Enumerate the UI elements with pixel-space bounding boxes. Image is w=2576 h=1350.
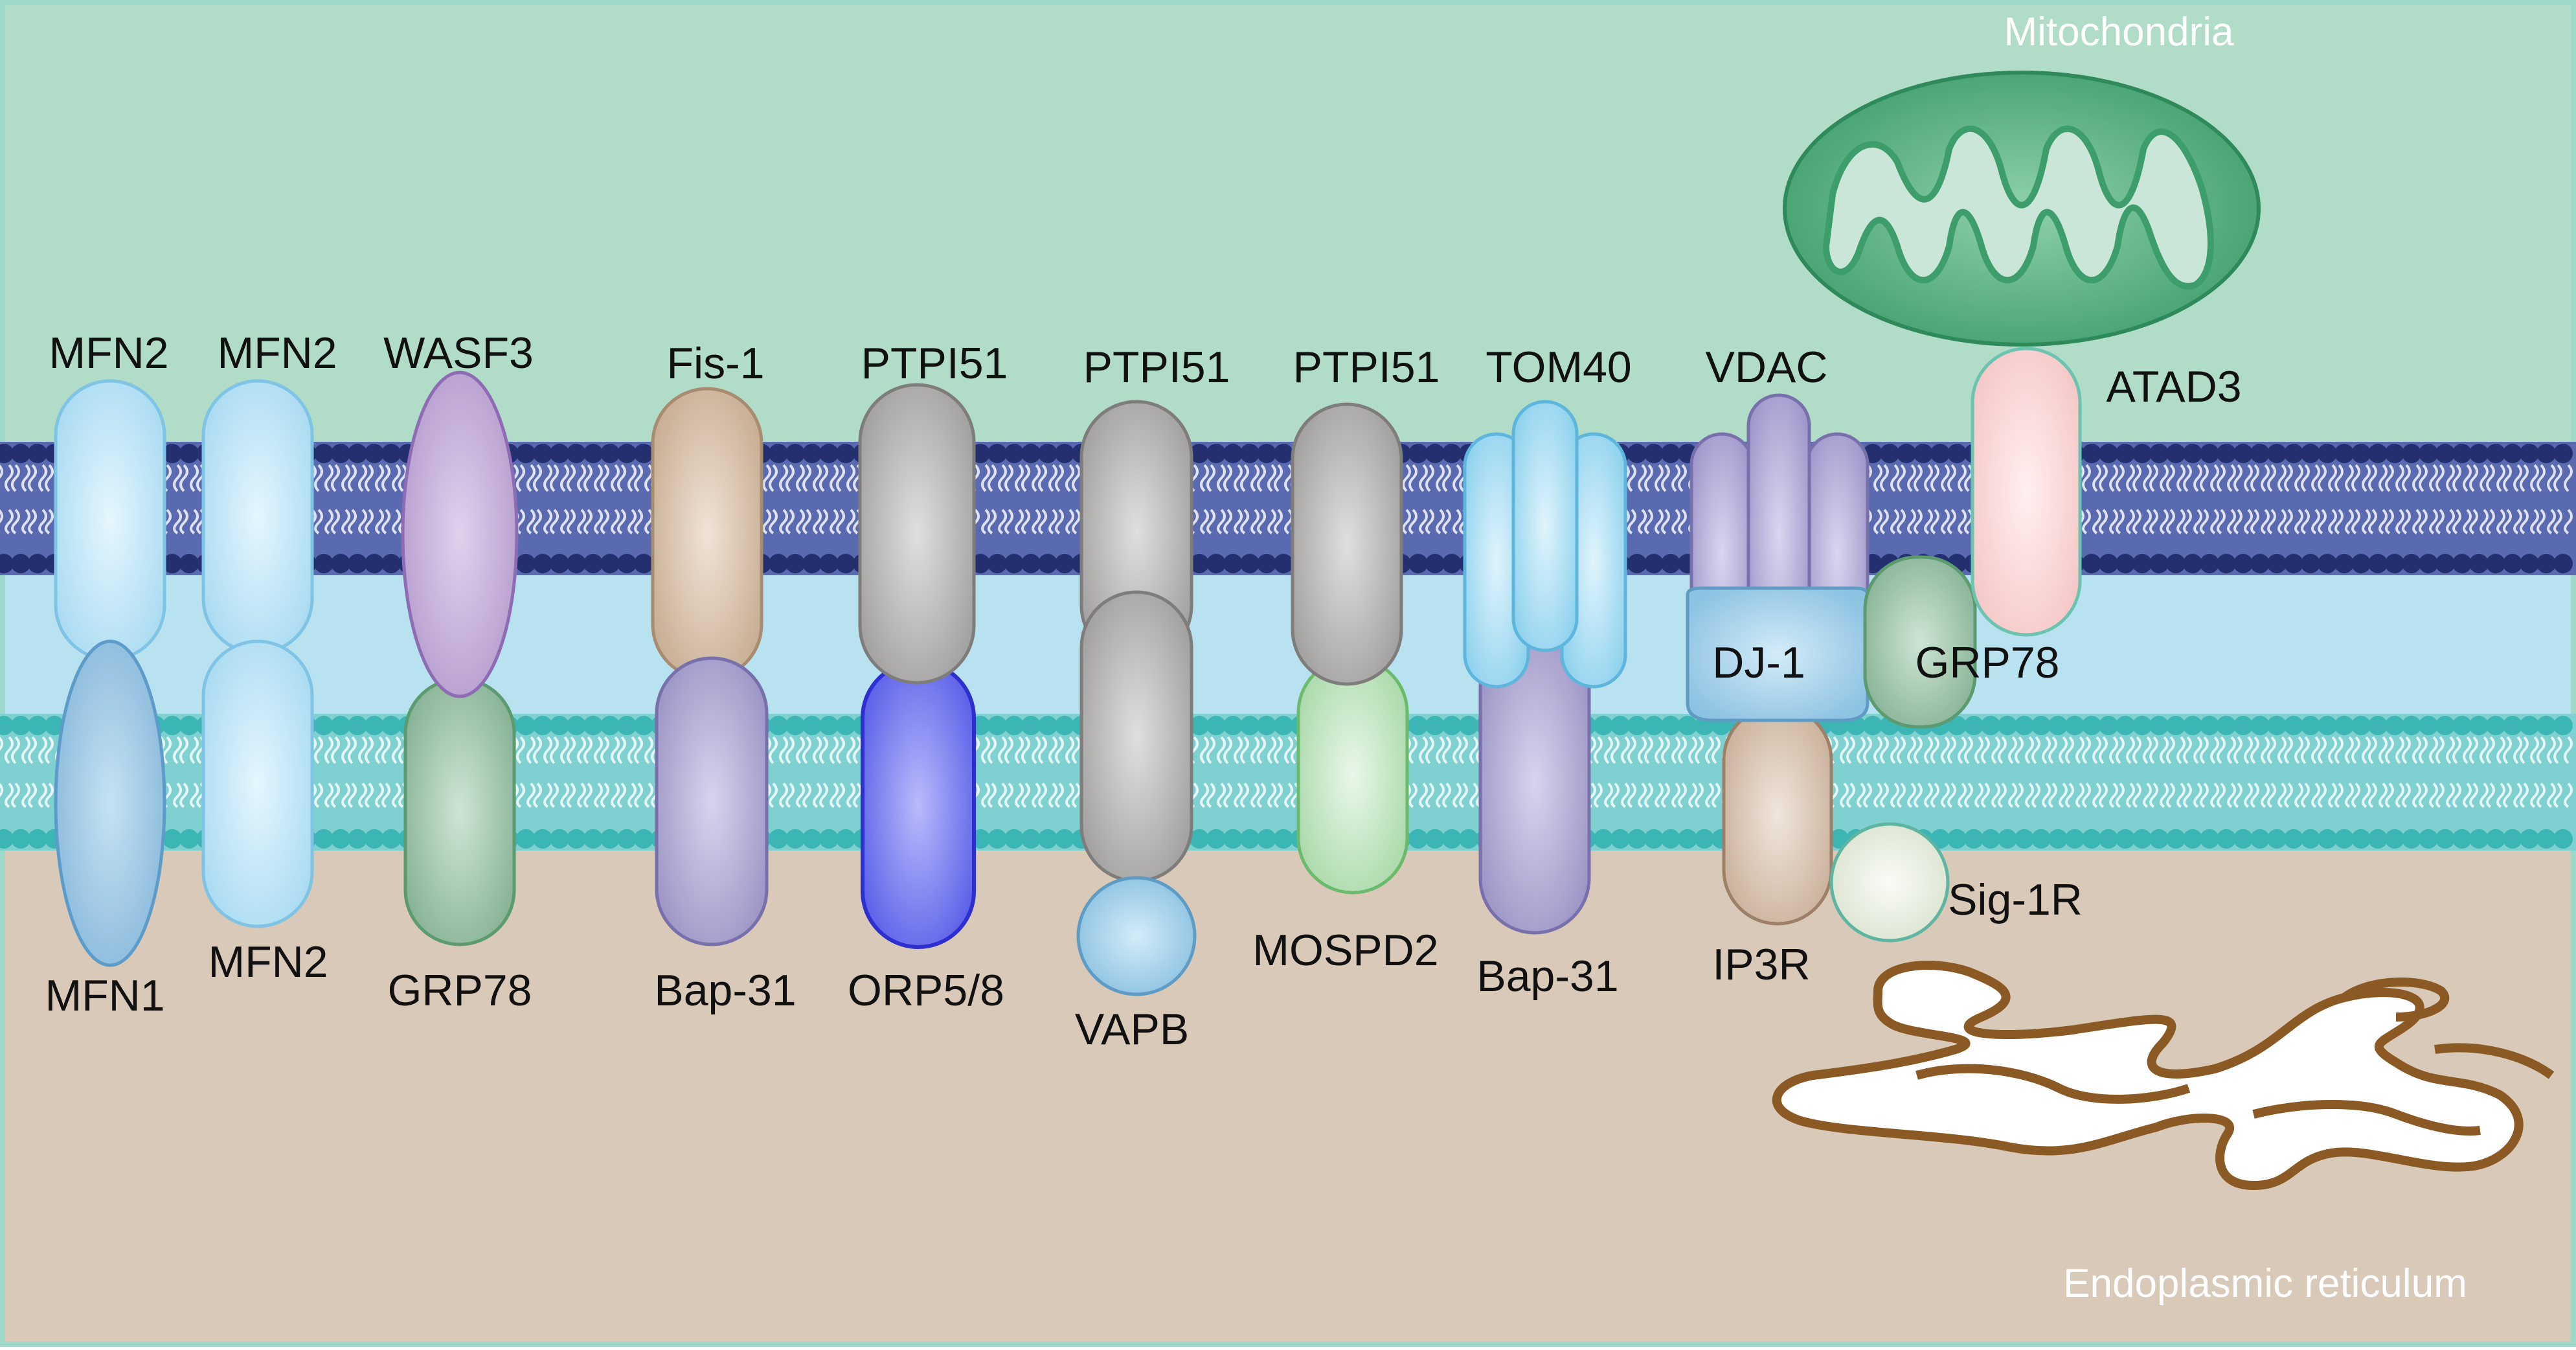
fis1-protein [651, 387, 763, 681]
label-grp78-2: GRP78 [1915, 638, 2060, 687]
label-vdac: VDAC [1706, 343, 1828, 392]
ptpi51-protein-2b [1079, 590, 1193, 883]
label-ptpi51-1: PTPI51 [861, 339, 1008, 388]
ptpi51-protein-1 [858, 383, 976, 685]
mitochondrial-outer-membrane [0, 442, 2576, 575]
label-atad3: ATAD3 [2106, 362, 2241, 411]
grp78-protein-2 [1863, 555, 1977, 729]
label-mfn2-3: MFN2 [208, 937, 328, 987]
label-mfn1: MFN1 [45, 971, 164, 1020]
label-bap31-2: Bap-31 [1476, 952, 1618, 1001]
bap31-protein-1 [655, 656, 769, 946]
label-fis1: Fis-1 [666, 339, 764, 388]
er-label: Endoplasmic reticulum [2063, 1261, 2467, 1306]
label-orp58: ORP5/8 [848, 966, 1004, 1015]
label-ptpi51-2: PTPI51 [1083, 343, 1230, 392]
orp58-protein [861, 660, 976, 949]
label-ptpi51-3: PTPI51 [1293, 343, 1440, 392]
label-mfn2-2: MFN2 [217, 328, 337, 378]
label-bap31-1: Bap-31 [654, 966, 796, 1015]
tom40-subunit-center [1511, 400, 1579, 652]
ip3r-protein [1722, 704, 1833, 926]
mospd2-protein [1296, 656, 1409, 895]
label-grp78-1: GRP78 [388, 966, 532, 1015]
label-wasf3: WASF3 [383, 328, 534, 378]
dj1-protein [1686, 586, 1870, 722]
label-ip3r: IP3R [1712, 940, 1810, 989]
mitochondria-label: Mitochondria [2004, 10, 2234, 54]
label-mospd2: MOSPD2 [1252, 926, 1438, 975]
label-tom40: TOM40 [1486, 343, 1631, 392]
mfn2-protein-3 [201, 639, 314, 928]
label-dj1: DJ-1 [1712, 638, 1805, 687]
label-vapb: VAPB [1075, 1005, 1189, 1054]
er-cisternae-icon [1772, 961, 2555, 1191]
mfn1-protein [54, 639, 166, 967]
mfn2-protein-1 [54, 379, 166, 661]
atad3-protein [1971, 347, 2082, 637]
vapb-protein [1076, 876, 1197, 996]
ptpi51-protein-3 [1291, 402, 1403, 686]
label-mfn2-1: MFN2 [49, 328, 168, 378]
label-sig1r: Sig-1R [1948, 875, 2083, 924]
mfn2-protein-2 [201, 379, 314, 655]
er-membrane [0, 714, 2576, 851]
wasf3-protein [401, 371, 519, 698]
sig1r-protein [1829, 822, 1950, 943]
mitochondrion-icon [1783, 71, 2261, 347]
grp78-protein-1 [403, 677, 516, 946]
